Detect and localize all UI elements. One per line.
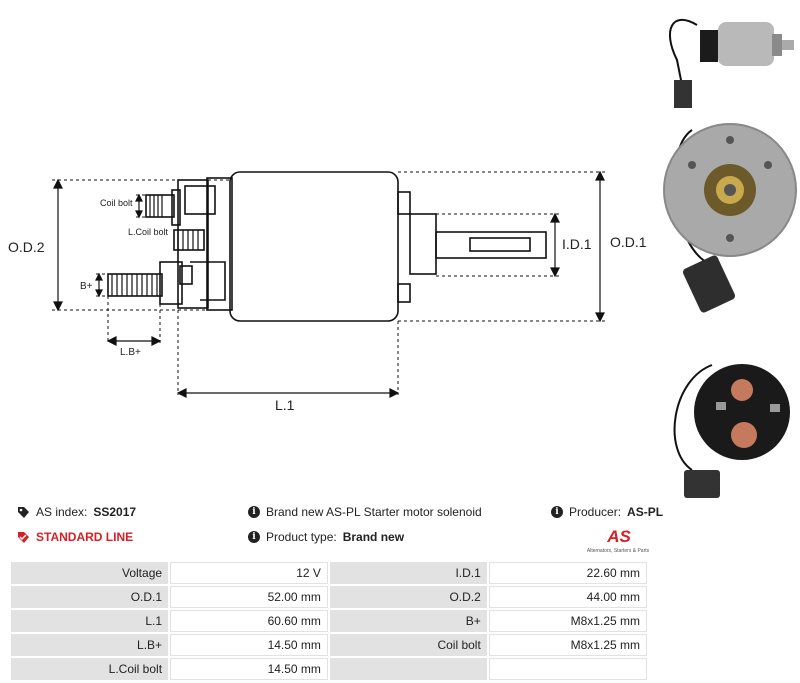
as-index-row: AS index: SS2017 [17,505,136,519]
lb-label: L.B+ [120,347,141,358]
info-icon: i [551,506,563,518]
info-icon: i [248,506,260,518]
check-tag-icon [18,531,29,543]
as-index-value: SS2017 [93,505,137,519]
param-value: 14.50 mm [170,658,328,680]
l1-label: L.1 [275,397,295,413]
product-type-label: Product type: [266,530,337,544]
product-photos [663,19,797,498]
table-row: L.1 60.60 mm B+ M8x1.25 mm [11,610,647,632]
param-value: 14.50 mm [170,634,328,656]
front-view-photo [663,123,797,313]
producer-value: AS-PL [627,505,664,519]
table-row: O.D.1 52.00 mm O.D.2 44.00 mm [11,586,647,608]
technical-drawing: O.D.2 O.D.1 I.D.1 L.1 L.B+ B+ Coil bolt … [8,170,647,413]
bplus-label: B+ [80,281,93,292]
table-row: L.B+ 14.50 mm Coil bolt M8x1.25 mm [11,634,647,656]
param-label: Coil bolt [329,634,487,656]
producer-label: Producer: [569,505,622,519]
param-label: L.B+ [11,634,169,656]
coil-bolt-label: Coil bolt [100,198,133,208]
logo-tagline: Alternators, Starters & Parts [587,548,650,554]
lcoil-bolt-label: L.Coil bolt [128,227,169,237]
param-value: 44.00 mm [488,586,647,608]
product-type-value: Brand new [342,530,405,544]
logo-text: AS [606,527,631,546]
info-icon: i [248,531,260,543]
od2-label: O.D.2 [8,239,45,255]
standard-line-row: STANDARD LINE [17,530,133,544]
param-label: O.D.2 [329,586,487,608]
standard-line-label: STANDARD LINE [36,530,134,544]
producer-row: i Producer: AS-PL [551,505,663,519]
od1-label: O.D.1 [610,234,647,250]
param-label: O.D.1 [11,586,169,608]
side-view-photo [668,19,794,108]
parameters-table: Voltage 12 V I.D.1 22.60 mm O.D.1 52.00 … [9,560,649,682]
param-value: M8x1.25 mm [488,634,647,656]
param-value: 60.60 mm [170,610,328,632]
param-value: 12 V [170,562,328,584]
param-label: B+ [329,610,487,632]
param-value: M8x1.25 mm [488,610,647,632]
param-label: I.D.1 [329,562,487,584]
table-row: Voltage 12 V I.D.1 22.60 mm [11,562,647,584]
param-label-empty [329,658,487,680]
param-value: 52.00 mm [170,586,328,608]
product-type-row: i Product type: Brand new [248,530,404,544]
description-row: i Brand new AS-PL Starter motor solenoid [248,505,482,519]
param-label: Voltage [11,562,169,584]
as-index-label: AS index: [36,505,88,519]
id1-label: I.D.1 [562,236,592,252]
table-row: L.Coil bolt 14.50 mm [11,658,647,680]
param-label: L.1 [11,610,169,632]
description-text: Brand new AS-PL Starter motor solenoid [266,505,482,519]
as-pl-logo: AS Alternators, Starters & Parts [587,527,650,554]
tag-icon [18,506,29,518]
param-value-empty [488,658,647,680]
param-value: 22.60 mm [488,562,647,584]
param-label: L.Coil bolt [11,658,169,680]
rear-view-photo [673,364,790,498]
